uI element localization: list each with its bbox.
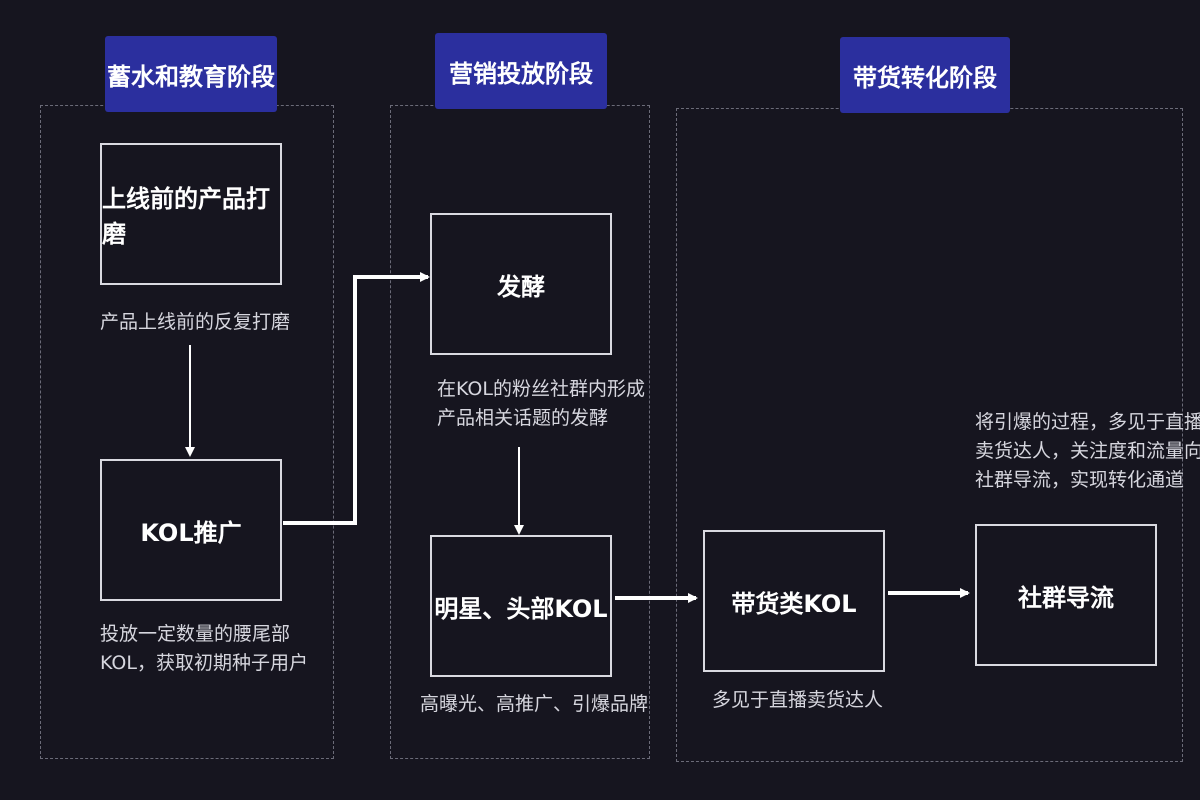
arrow-kol-to-ferment [283,272,430,525]
desc-kol-promotion: 投放一定数量的腰尾部 KOL，获取初期种子用户 [100,620,308,678]
node-product-polish: 上线前的产品打磨 [100,143,282,285]
desc-line: 卖货达人，关注度和流量向 [975,440,1200,462]
desc-line: 高曝光、高推广、引爆品牌 [420,693,649,715]
desc-line: 将引爆的过程，多见于直播 [975,411,1200,433]
stage-tag-education: 蓄水和教育阶段 [105,36,277,112]
stage-tag-marketing: 营销投放阶段 [435,33,607,109]
stage-tag-conversion: 带货转化阶段 [840,37,1010,113]
desc-ferment: 在KOL的粉丝社群内形成 产品相关话题的发酵 [437,375,645,433]
desc-line: 产品相关话题的发酵 [437,407,609,429]
node-sales-kol: 带货类KOL [703,530,885,672]
node-celebrity-kol: 明星、头部KOL [430,535,612,677]
desc-community-diversion: 将引爆的过程，多见于直播 卖货达人，关注度和流量向 社群导流，实现转化通道 [975,408,1200,495]
desc-line: 社群导流，实现转化通道 [975,469,1185,491]
desc-line: 多见于直播卖货达人 [712,689,884,711]
desc-line: 投放一定数量的腰尾部 [100,623,291,645]
desc-line: KOL，获取初期种子用户 [100,652,308,674]
desc-celebrity-kol: 高曝光、高推广、引爆品牌 [420,690,648,719]
desc-line: 产品上线前的反复打磨 [100,311,291,333]
desc-sales-kol: 多见于直播卖货达人 [712,686,883,715]
desc-line: 在KOL的粉丝社群内形成 [437,378,645,400]
node-kol-promotion: KOL推广 [100,459,282,601]
node-ferment: 发酵 [430,213,612,355]
node-community-diversion: 社群导流 [975,524,1157,666]
desc-product-polish: 产品上线前的反复打磨 [100,308,290,337]
